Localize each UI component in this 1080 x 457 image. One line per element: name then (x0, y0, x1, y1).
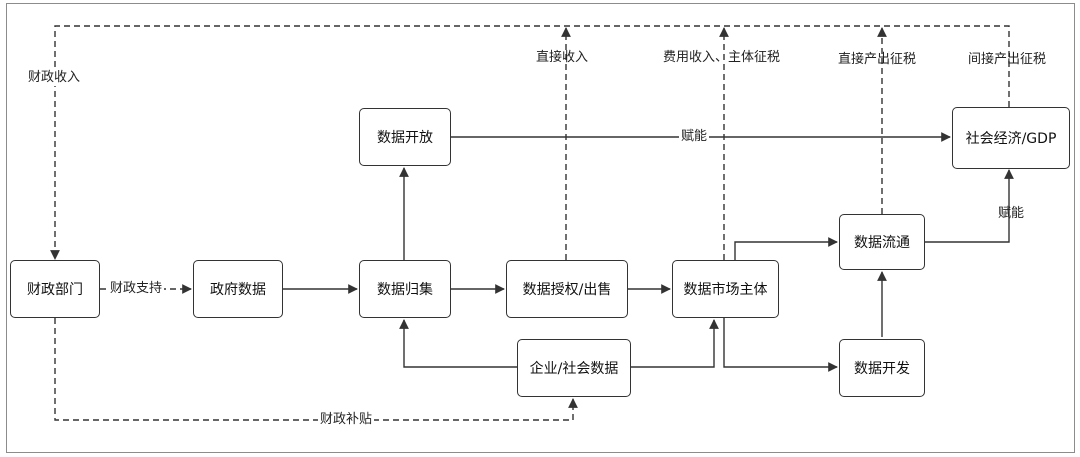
node-finance-dept: 财政部门 (10, 260, 100, 318)
arrow-market-to-circulation (734, 237, 838, 261)
arrow-market-to-dev (723, 318, 838, 372)
label-fiscal-support: 财政支持 (108, 281, 165, 297)
label-fiscal-income: 财政收入 (26, 70, 83, 86)
node-data-open: 数据开放 (359, 108, 451, 166)
node-data-circulation: 数据流通 (839, 214, 925, 270)
arrow-enterprise-to-collect (399, 319, 517, 368)
node-gov-data: 政府数据 (193, 260, 283, 318)
node-data-collect: 数据归集 (359, 260, 451, 318)
label-direct-income: 直接收入 (536, 50, 589, 65)
label-fiscal-subsidy: 财政补贴 (318, 412, 375, 428)
node-data-license: 数据授权/出售 (506, 260, 628, 318)
label-empower-right: 赋能 (998, 206, 1025, 221)
arrow-fiscal-income-loop (50, 25, 1010, 260)
diagram-frame (6, 3, 1075, 453)
node-data-dev: 数据开发 (839, 339, 925, 397)
arrow-fiscal-subsidy (54, 318, 578, 421)
label-fee-income: 费用收入、主体征税 (663, 50, 781, 65)
arrow-enterprise-to-market (631, 319, 719, 368)
label-empower-top: 赋能 (679, 129, 710, 145)
node-enterprise-data: 企业/社会数据 (517, 339, 631, 397)
label-direct-tax: 直接产出征税 (838, 52, 917, 67)
arrow-circulation-to-gdp (925, 169, 1014, 243)
label-indirect-tax: 间接产出征税 (968, 52, 1047, 67)
node-social-gdp: 社会经济/GDP (952, 107, 1070, 169)
node-market-subject: 数据市场主体 (672, 260, 779, 318)
